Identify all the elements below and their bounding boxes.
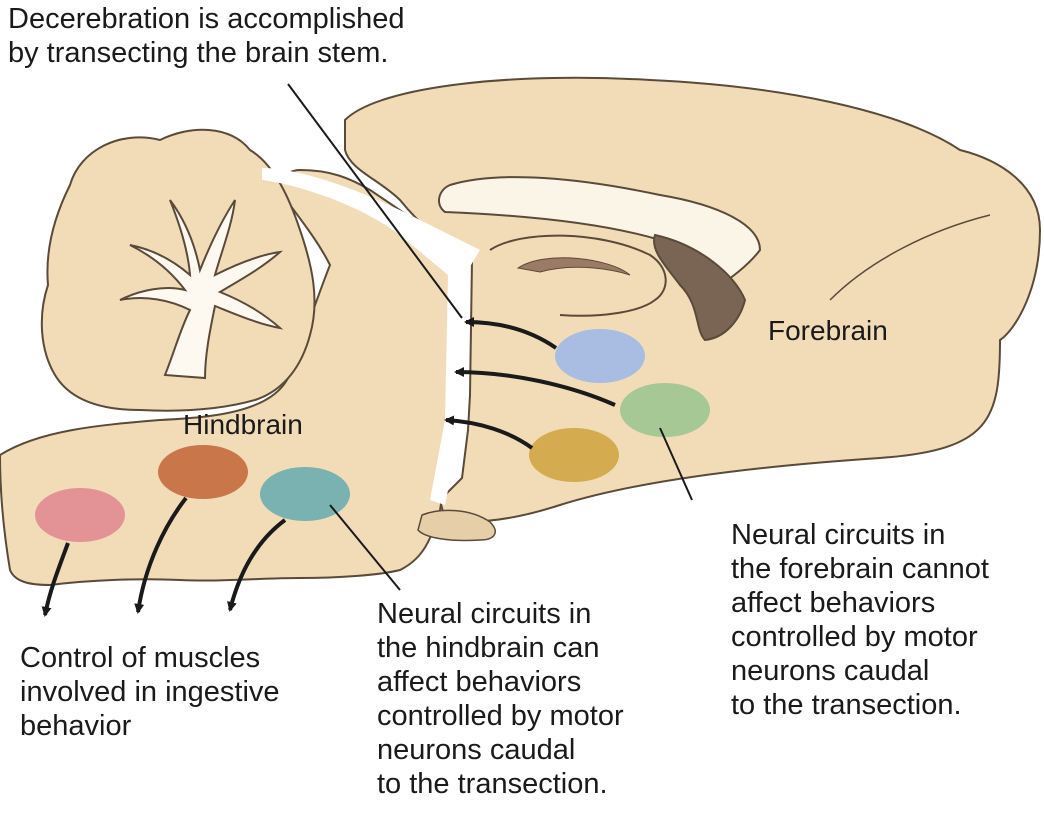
- leader-forebrain-note: [659, 427, 693, 501]
- hindbrain-circuit-pink: [35, 488, 125, 542]
- hindbrain-note-line-2: the hindbrain can: [377, 632, 600, 664]
- muscles-note-line-1: Control of muscles: [20, 642, 261, 674]
- forebrain-arrow-2: [454, 367, 616, 407]
- cerebellum-white-matter: [119, 199, 284, 380]
- hindbrain-label: Hindbrain: [183, 409, 303, 440]
- top-note-line-2: by transecting the brain stem.: [8, 37, 389, 69]
- muscles-note-line-2: involved in ingestive: [20, 676, 280, 708]
- forebrain-arrow-1: [464, 317, 558, 350]
- leader-hindbrain-note: [329, 504, 401, 591]
- hindbrain-arrow-pink: [41, 542, 70, 617]
- hippocampus-band: [516, 257, 631, 276]
- hindbrain-circuit-teal: [260, 467, 350, 521]
- hindbrain-note-line-1: Neural circuits in: [377, 598, 592, 630]
- hindbrain-arrow-teal: [227, 518, 287, 612]
- forebrain-note-line-5: neurons caudal: [731, 655, 930, 687]
- lateral-ventricle: [653, 233, 747, 342]
- forebrain-note-line-2: the forebrain cannot: [731, 553, 989, 585]
- hindbrain-note-line-6: to the transection.: [377, 768, 608, 800]
- hindbrain-note-line-4: controlled by motor: [377, 700, 624, 732]
- top-note-line-1: Decerebration is accomplished: [8, 3, 405, 35]
- hindbrain-note-line-3: affect behaviors: [377, 666, 582, 698]
- forebrain-circuit-green: [620, 383, 710, 437]
- pituitary: [417, 509, 496, 542]
- forebrain-note-line-4: controlled by motor: [731, 621, 978, 653]
- transection-gap: [262, 168, 480, 505]
- forebrain-note-line-1: Neural circuits in: [731, 519, 946, 551]
- hindbrain-arrow-orange: [134, 496, 188, 614]
- forebrain-note: Neural circuits in the forebrain cannot …: [731, 518, 989, 722]
- hindbrain-circuit-orange: [158, 445, 248, 499]
- forebrain-label: Forebrain: [768, 315, 888, 346]
- forebrain-circuit-blue: [555, 329, 645, 383]
- hindbrain-note: Neural circuits in the hindbrain can aff…: [377, 597, 624, 801]
- leader-top-note: [287, 83, 463, 319]
- forebrain-note-line-3: affect behaviors: [731, 587, 936, 619]
- forebrain-note-line-6: to the transection.: [731, 689, 962, 721]
- forebrain-circuit-gold: [529, 428, 619, 482]
- hippocampus-outline: [489, 234, 667, 317]
- hindbrain-note-line-5: neurons caudal: [377, 734, 576, 766]
- muscles-note: Control of muscles involved in ingestive…: [20, 641, 280, 743]
- top-note: Decerebration is accomplished by transec…: [8, 2, 405, 70]
- forebrain-arrow-3: [444, 415, 534, 450]
- cortex-boundary-line: [829, 214, 991, 301]
- muscles-note-line-3: behavior: [20, 710, 132, 742]
